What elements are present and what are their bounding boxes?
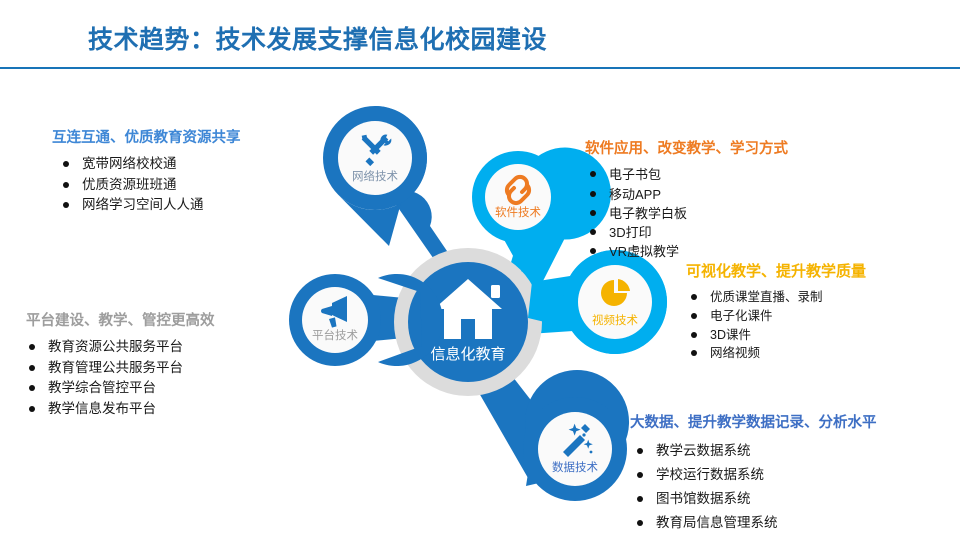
list-item: VR虚拟教学 [585, 242, 788, 261]
list-item: 教学云数据系统 [630, 439, 877, 463]
node-software[interactable]: 软件技术 [472, 147, 611, 272]
list-item: 电子化课件 [686, 307, 866, 326]
block-interconnect-heading: 互连互通、优质教育资源共享 [52, 130, 241, 146]
list-item: 教学信息发布平台 [26, 399, 215, 420]
block-bigdata-heading: 大数据、提升教学数据记录、分析水平 [630, 415, 877, 431]
hub-label: 信息化教育 [430, 346, 505, 363]
list-item: 移动APP [585, 185, 788, 204]
block-bigdata-list: 教学云数据系统 学校运行数据系统 图书馆数据系统 教育局信息管理系统 [630, 439, 877, 535]
technology-hub-diagram: 信息化教育 网络技术 软件技术 [270, 96, 690, 516]
block-interconnect: 互连互通、优质教育资源共享 宽带网络校校通 优质资源班班通 网络学习空间人人通 [52, 130, 241, 216]
hub-node[interactable]: 信息化教育 [394, 248, 542, 396]
node-platform-bubble [378, 274, 443, 366]
list-item: 学校运行数据系统 [630, 463, 877, 487]
node-network-inner [338, 121, 412, 195]
node-data-label: 数据技术 [552, 460, 598, 474]
node-data[interactable]: 数据技术 [523, 370, 630, 501]
block-interconnect-list: 宽带网络校校通 优质资源班班通 网络学习空间人人通 [52, 154, 241, 216]
list-item: 宽带网络校校通 [52, 154, 241, 175]
list-item: 教育局信息管理系统 [630, 511, 877, 535]
megaphone-icon [321, 296, 347, 328]
list-item: 电子教学白板 [585, 204, 788, 223]
page-title: 技术趋势：技术发展支撑信息化校园建设 [88, 26, 548, 54]
list-item: 教育资源公共服务平台 [26, 337, 215, 358]
magic-wand-icon [563, 423, 593, 457]
node-software-label: 软件技术 [495, 205, 541, 219]
list-item: 网络学习空间人人通 [52, 195, 241, 216]
list-item: 电子书包 [585, 165, 788, 184]
node-network-label: 网络技术 [352, 169, 398, 183]
block-visualization-heading: 可视化教学、提升教学质量 [686, 263, 867, 280]
block-bigdata: 大数据、提升教学数据记录、分析水平 教学云数据系统 学校运行数据系统 图书馆数据… [630, 415, 877, 535]
node-video-label: 视频技术 [592, 313, 638, 327]
node-network[interactable]: 网络技术 [323, 106, 427, 246]
title-divider [0, 67, 960, 69]
home-icon [434, 279, 502, 339]
block-software: 软件应用、改变教学、学习方式 电子书包 移动APP 电子教学白板 3D打印 VR… [585, 141, 788, 262]
list-item: 3D打印 [585, 223, 788, 242]
block-platform-heading: 平台建设、教学、管控更高效 [26, 313, 215, 329]
pie-chart-icon [601, 279, 630, 306]
link-icon [504, 174, 532, 206]
tools-icon [361, 134, 392, 167]
node-video[interactable]: 视频技术 [528, 250, 668, 355]
block-platform-list: 教育资源公共服务平台 教育管理公共服务平台 教学综合管控平台 教学信息发布平台 [26, 337, 215, 419]
block-software-list: 电子书包 移动APP 电子教学白板 3D打印 VR虚拟教学 [585, 165, 788, 261]
list-item: 网络视频 [686, 344, 866, 363]
node-software-inner [485, 164, 551, 230]
list-item: 教育管理公共服务平台 [26, 358, 215, 379]
list-item: 图书馆数据系统 [630, 487, 877, 511]
list-item: 优质课堂直播、录制 [686, 288, 866, 307]
node-platform-label: 平台技术 [312, 328, 358, 342]
block-software-heading: 软件应用、改变教学、学习方式 [585, 141, 788, 157]
list-item: 优质资源班班通 [52, 175, 241, 196]
list-item: 教学综合管控平台 [26, 378, 215, 399]
block-platform: 平台建设、教学、管控更高效 教育资源公共服务平台 教育管理公共服务平台 教学综合… [26, 313, 215, 419]
block-visualization: 可视化教学、提升教学质量 优质课堂直播、录制 电子化课件 3D课件 网络视频 [686, 263, 866, 363]
node-platform[interactable]: 平台技术 [289, 274, 443, 366]
list-item: 3D课件 [686, 326, 866, 345]
block-visualization-list: 优质课堂直播、录制 电子化课件 3D课件 网络视频 [686, 288, 866, 363]
